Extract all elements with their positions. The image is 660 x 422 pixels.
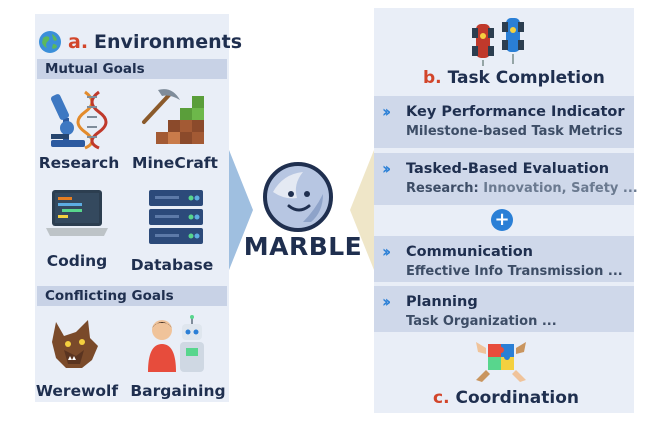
person-robot-icon <box>148 315 204 372</box>
plus-icon: + <box>491 209 513 231</box>
mutual-goals-label: Mutual Goals <box>45 61 145 77</box>
card-subtitle: Effective Info Transmission ... <box>406 264 623 279</box>
puzzle-hands-icon <box>476 342 526 382</box>
card-subtitle-row: Research: Innovation, Safety ... <box>406 181 638 196</box>
coordination-title: c. Coordination <box>433 388 579 408</box>
werewolf-icon <box>52 320 98 368</box>
card-title: Tasked-Based Evaluation <box>406 160 610 177</box>
right-arrow-shape <box>350 150 374 270</box>
microscope-dna-icon <box>50 90 108 150</box>
card-task-evaluation: ›› Tasked-Based Evaluation Research: Inn… <box>374 153 638 205</box>
chevron-right-icon: ›› <box>382 242 391 261</box>
pickaxe-blocks-icon <box>142 89 204 144</box>
laptop-code-icon <box>46 190 108 236</box>
mutual-goals-header: Mutual Goals <box>37 59 227 79</box>
marble-name: MARBLE <box>243 232 363 261</box>
marble-logo-icon <box>263 162 333 232</box>
environments-letter: a. <box>68 31 89 53</box>
coordination-letter: c. <box>433 388 450 408</box>
card-subtitle: Task Organization ... <box>406 314 557 329</box>
card-title: Communication <box>406 243 534 260</box>
env-label-coding: Coding <box>46 252 108 270</box>
env-label-minecraft: MineCraft <box>132 154 218 172</box>
card-subtitle-prefix: Research: <box>406 181 479 196</box>
env-label-database: Database <box>130 256 214 274</box>
race-cars-icon <box>472 18 524 66</box>
environments-title-text: Environments <box>94 31 243 53</box>
coordination-title-text: Coordination <box>455 388 579 408</box>
env-label-research: Research <box>38 154 120 172</box>
card-subtitle: Milestone-based Task Metrics <box>406 124 623 139</box>
card-subtitle: Innovation, Safety ... <box>483 181 638 196</box>
globe-icon <box>39 31 61 53</box>
left-arrow-shape <box>229 150 253 270</box>
server-stack-icon <box>149 190 203 244</box>
chevron-right-icon: ›› <box>382 159 391 178</box>
env-label-werewolf: Werewolf <box>35 382 119 400</box>
card-communication: ›› Communication Effective Info Transmis… <box>374 236 634 282</box>
task-completion-letter: b. <box>423 68 442 88</box>
task-completion-title: b. Task Completion <box>423 68 605 88</box>
card-planning: ›› Planning Task Organization ... <box>374 286 634 332</box>
environments-title: a. Environments <box>38 28 242 56</box>
task-completion-title-text: Task Completion <box>447 68 605 88</box>
env-label-bargaining: Bargaining <box>130 382 226 400</box>
card-title: Planning <box>406 293 478 310</box>
conflicting-goals-header: Conflicting Goals <box>37 286 227 306</box>
chevron-right-icon: ›› <box>382 292 391 311</box>
card-title: Key Performance Indicator <box>406 103 625 120</box>
chevron-right-icon: ›› <box>382 102 391 121</box>
conflicting-goals-label: Conflicting Goals <box>45 288 174 304</box>
card-key-performance: ›› Key Performance Indicator Milestone-b… <box>374 96 634 148</box>
